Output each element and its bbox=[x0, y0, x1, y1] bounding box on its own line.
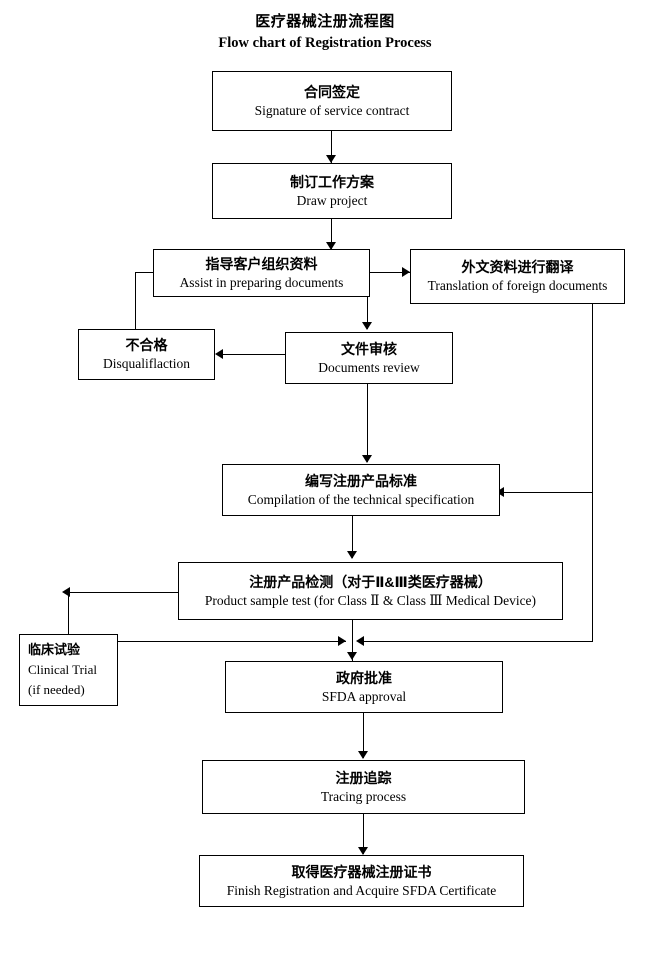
arrowhead-doc-review bbox=[362, 322, 372, 330]
node-sfda-approval-en: SFDA approval bbox=[321, 688, 407, 704]
arrowhead-junction-from-right bbox=[356, 636, 364, 646]
node-sample-test[interactable]: 注册产品检测（对于Ⅱ&Ⅲ类医疗器械） Product sample test (… bbox=[178, 562, 563, 620]
node-disqualify-cn: 不合格 bbox=[125, 337, 168, 353]
node-doc-review-en: Documents review bbox=[318, 359, 420, 375]
node-sample-test-en: Product sample test (for Class Ⅱ & Class… bbox=[204, 592, 537, 608]
connector-junction-to-sfda bbox=[352, 641, 354, 661]
node-draw-project-cn: 制订工作方案 bbox=[290, 173, 374, 190]
arrowhead-finish bbox=[358, 847, 368, 855]
connector-assist-to-translation bbox=[370, 272, 410, 274]
connector-tracing-to-finish bbox=[363, 814, 365, 854]
node-compilation-en: Compilation of the technical specificati… bbox=[247, 491, 475, 507]
node-finish-en: Finish Registration and Acquire SFDA Cer… bbox=[226, 882, 497, 898]
node-clinical-trial[interactable]: 临床试验 Clinical Trial (if needed) bbox=[19, 634, 118, 706]
arrowhead-draw-project bbox=[326, 155, 336, 163]
connector-translation-to-compilation bbox=[500, 492, 593, 494]
connector-compilation-to-sample-test bbox=[352, 516, 354, 558]
node-tracing-cn: 注册追踪 bbox=[335, 769, 392, 786]
node-clinical-trial-en2: (if needed) bbox=[28, 682, 85, 697]
node-compilation-cn: 编写注册产品标准 bbox=[305, 472, 417, 489]
node-compilation[interactable]: 编写注册产品标准 Compilation of the technical sp… bbox=[222, 464, 500, 516]
chart-title-en: Flow chart of Registration Process bbox=[218, 35, 432, 51]
arrowhead-compilation bbox=[362, 455, 372, 463]
connector-disqualify-feedback-horizontal bbox=[135, 272, 153, 274]
arrowhead-sample-test bbox=[347, 551, 357, 559]
arrowhead-clinical bbox=[62, 587, 70, 597]
node-translation[interactable]: 外文资料进行翻译 Translation of foreign document… bbox=[410, 249, 625, 304]
arrowhead-assist bbox=[326, 242, 336, 250]
connector-doc-review-to-disqualify bbox=[222, 354, 285, 356]
node-draw-project-en: Draw project bbox=[296, 192, 368, 208]
arrowhead-disqualify bbox=[215, 349, 223, 359]
node-doc-review-cn: 文件审核 bbox=[341, 340, 397, 357]
connector-translation-right-vertical bbox=[592, 304, 594, 493]
node-draw-project[interactable]: 制订工作方案 Draw project bbox=[212, 163, 452, 219]
connector-assist-to-doc-review bbox=[367, 297, 369, 329]
connector-disqualify-feedback-vertical bbox=[135, 272, 137, 329]
node-disqualify-en: Disqualiflaction bbox=[103, 356, 190, 371]
node-disqualify[interactable]: 不合格 Disqualiflaction bbox=[78, 329, 215, 380]
node-sfda-approval[interactable]: 政府批准 SFDA approval bbox=[225, 661, 503, 713]
connector-draw-project-to-assist bbox=[331, 219, 333, 250]
node-contract[interactable]: 合同签定 Signature of service contract bbox=[212, 71, 452, 131]
connector-contract-to-draw-project bbox=[331, 131, 333, 163]
connector-sample-test-to-clinical bbox=[68, 592, 178, 594]
arrowhead-tracing bbox=[358, 751, 368, 759]
node-tracing[interactable]: 注册追踪 Tracing process bbox=[202, 760, 525, 814]
node-finish-cn: 取得医疗器械注册证书 bbox=[291, 863, 432, 880]
node-assist[interactable]: 指导客户组织资料 Assist in preparing documents bbox=[153, 249, 370, 297]
node-assist-cn: 指导客户组织资料 bbox=[205, 255, 318, 272]
arrowhead-translation bbox=[402, 267, 410, 277]
node-sample-test-cn: 注册产品检测（对于Ⅱ&Ⅲ类医疗器械） bbox=[249, 573, 492, 590]
node-translation-en: Translation of foreign documents bbox=[427, 278, 608, 293]
node-sfda-approval-cn: 政府批准 bbox=[336, 669, 392, 686]
node-translation-cn: 外文资料进行翻译 bbox=[461, 259, 574, 275]
node-clinical-trial-en: Clinical Trial bbox=[28, 662, 97, 677]
node-finish[interactable]: 取得医疗器械注册证书 Finish Registration and Acqui… bbox=[199, 855, 524, 907]
node-doc-review[interactable]: 文件审核 Documents review bbox=[285, 332, 453, 384]
connector-sample-test-to-junction bbox=[352, 620, 354, 642]
connector-clinical-drop bbox=[68, 592, 70, 634]
connector-clinical-to-junction bbox=[118, 641, 346, 643]
node-contract-en: Signature of service contract bbox=[254, 102, 410, 118]
chart-title: 医疗器械注册流程图 Flow chart of Registration Pro… bbox=[0, 12, 650, 53]
node-assist-en: Assist in preparing documents bbox=[179, 274, 344, 290]
arrowhead-junction-from-left bbox=[338, 636, 346, 646]
connector-right-bus-to-junction bbox=[360, 641, 593, 643]
connector-sfda-to-tracing bbox=[363, 713, 365, 758]
node-contract-cn: 合同签定 bbox=[304, 83, 360, 100]
connector-right-bus-vertical bbox=[592, 492, 594, 642]
chart-title-cn: 医疗器械注册流程图 bbox=[255, 13, 395, 30]
connector-doc-review-to-compilation bbox=[367, 384, 369, 462]
node-tracing-en: Tracing process bbox=[320, 788, 407, 804]
node-clinical-trial-cn: 临床试验 bbox=[28, 642, 81, 657]
arrowhead-compilation-right bbox=[496, 487, 504, 497]
arrowhead-sfda bbox=[347, 652, 357, 660]
